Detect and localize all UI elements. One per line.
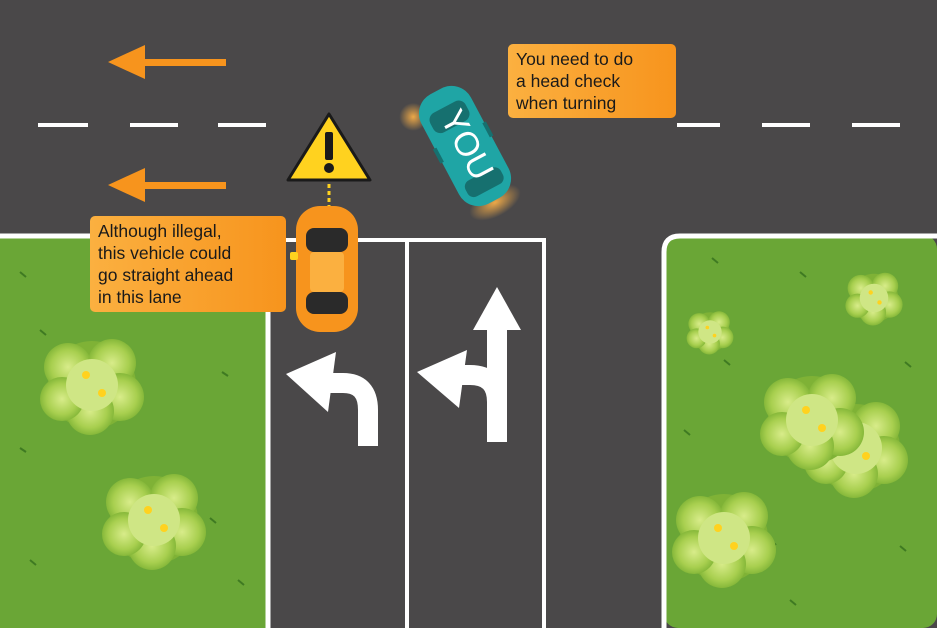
other-car <box>290 206 358 332</box>
head-check-callout: You need to do a head check when turning <box>508 44 676 118</box>
illegal-lane-callout: Although illegal, this vehicle could go … <box>90 216 286 312</box>
